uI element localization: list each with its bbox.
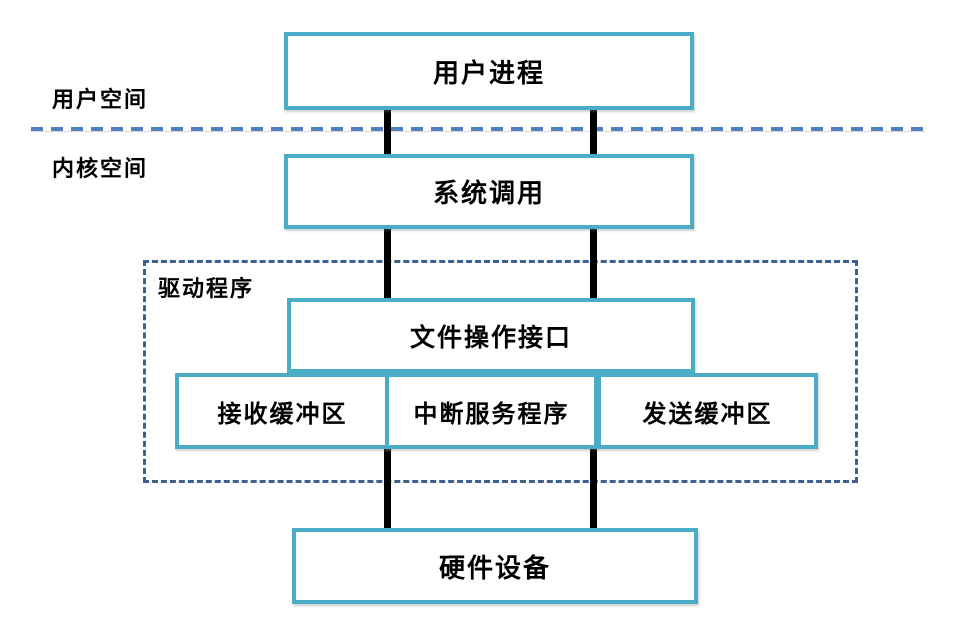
driver-region-outline (143, 260, 858, 483)
connector-syscall-fileops-left (384, 227, 391, 302)
user-kernel-divider-line (31, 127, 925, 131)
box-file-ops-interface: 文件操作接口 (287, 298, 695, 373)
label-user-space: 用户空间 (52, 87, 149, 112)
box-receive-buffer: 接收缓冲区 (175, 373, 390, 449)
box-user-process: 用户进程 (284, 32, 694, 110)
connector-user-syscall-left (384, 108, 391, 158)
connector-syscall-fileops-right (590, 227, 597, 302)
box-interrupt-service: 中断服务程序 (385, 373, 598, 449)
label-kernel-space: 内核空间 (52, 156, 149, 181)
box-send-buffer: 发送缓冲区 (597, 373, 818, 449)
label-driver-region: 驱动程序 (158, 276, 255, 301)
box-system-call: 系统调用 (284, 154, 694, 229)
connector-driver-hardware-left (384, 446, 391, 531)
connector-driver-hardware-right (590, 446, 597, 531)
box-hardware-device: 硬件设备 (292, 528, 698, 604)
connector-user-syscall-right (590, 108, 597, 158)
